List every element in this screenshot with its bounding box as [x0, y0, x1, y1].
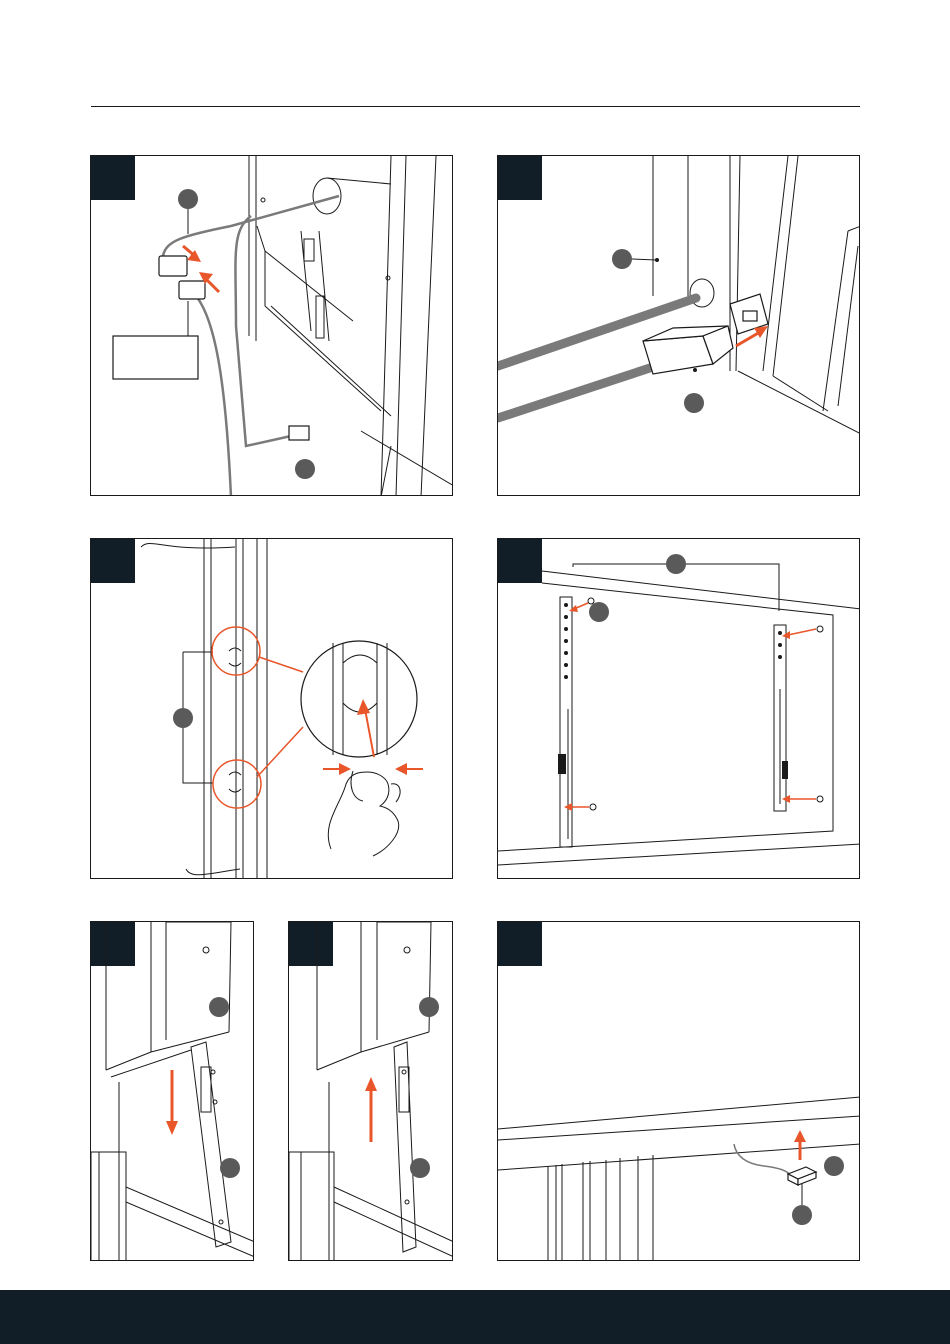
callout-marker [410, 1158, 430, 1178]
callout-marker [173, 708, 193, 728]
illustration-mounting-brackets [498, 539, 860, 879]
illustration-lower-panel [91, 922, 254, 1261]
callout-marker [209, 997, 229, 1017]
panel-step-5a [90, 921, 254, 1261]
illustration-rail-clip [91, 539, 453, 879]
footer-bar [0, 1290, 950, 1344]
panel-step-6 [497, 921, 860, 1261]
callout-marker [178, 189, 198, 209]
callout-marker [612, 249, 632, 269]
callout-marker [666, 554, 686, 574]
callout-marker [295, 459, 315, 479]
panel-step-5b [288, 921, 453, 1261]
panel-step-3 [90, 538, 453, 879]
panel-step-1 [90, 155, 453, 496]
panel-step-2 [497, 155, 860, 496]
callout-marker [824, 1156, 844, 1176]
panel-step-4 [497, 538, 860, 879]
callout-marker [792, 1205, 812, 1225]
callout-marker [220, 1158, 240, 1178]
illustration-socket-plug [498, 156, 860, 496]
callout-marker [684, 393, 704, 413]
illustration-cable-connect [91, 156, 453, 496]
header-rule [91, 106, 860, 107]
callout-marker [419, 997, 439, 1017]
callout-marker [589, 602, 609, 622]
illustration-raise-panel [289, 922, 453, 1261]
illustration-control-box [498, 922, 860, 1261]
